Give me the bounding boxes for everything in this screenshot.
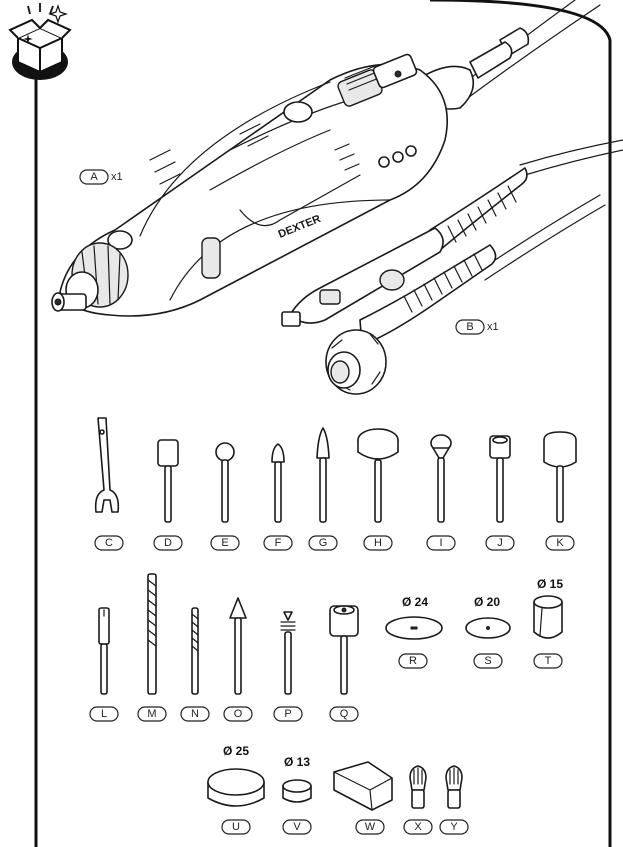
svg-text:W: W (365, 821, 376, 833)
svg-text:F: F (275, 537, 282, 549)
label-b: B x1 (455, 319, 499, 335)
item-w-cleaning-block (333, 761, 393, 811)
row-3-labels: U V W X Y (221, 819, 469, 835)
svg-text:T: T (545, 655, 552, 667)
item-y-collet (445, 765, 463, 809)
item-n-drill-bit-small (191, 607, 199, 695)
diameter-r: Ø 24 (402, 595, 428, 609)
item-v-polishing-wheel-small: Ø 13 (282, 755, 312, 803)
svg-text:x1: x1 (111, 171, 123, 183)
item-x-collet (409, 765, 427, 809)
label-a: A x1 (79, 169, 123, 185)
item-f-point-stone (271, 443, 285, 523)
item-m-drill-bit-large (147, 573, 157, 695)
item-l-mandrel (98, 607, 110, 695)
item-h-wheel-stone (357, 428, 399, 523)
svg-text:M: M (147, 708, 156, 720)
svg-text:Q: Q (340, 708, 349, 720)
svg-text:R: R (409, 655, 417, 667)
row-2-labels: L M N O P Q R S T (89, 653, 563, 722)
item-d-cylinder-stone (157, 439, 179, 523)
svg-text:U: U (232, 821, 240, 833)
svg-text:x1: x1 (487, 321, 499, 333)
item-q-drum-holder (329, 605, 359, 695)
svg-text:B: B (466, 321, 473, 333)
svg-text:J: J (497, 537, 503, 549)
item-t-sanding-band: Ø 15 (533, 577, 563, 639)
diameter-s: Ø 20 (474, 595, 500, 609)
svg-text:A: A (90, 171, 98, 183)
svg-text:N: N (191, 708, 199, 720)
diameter-t: Ø 15 (537, 577, 563, 591)
item-b-flexible-shaft (281, 139, 623, 395)
svg-text:K: K (556, 537, 564, 549)
item-j-sleeve-holder (489, 435, 511, 523)
diameter-u: Ø 25 (223, 744, 249, 758)
row-1-labels: C D E F G H I J K (94, 535, 575, 551)
item-k-wide-stone (543, 431, 577, 523)
item-p-screw-mandrel (280, 611, 296, 695)
item-a-rotary-tool: DEXTER (51, 0, 601, 317)
item-r-cutting-disc: Ø 24 (385, 595, 443, 640)
diameter-v: Ø 13 (284, 755, 310, 769)
svg-text:S: S (484, 655, 491, 667)
svg-text:G: G (319, 537, 328, 549)
svg-text:E: E (221, 537, 228, 549)
unpack-box-icon (8, 3, 72, 80)
item-u-polishing-wheel: Ø 25 (207, 744, 265, 807)
page-frame (34, 0, 612, 847)
item-i-mushroom-stone (430, 434, 452, 523)
svg-text:X: X (414, 821, 422, 833)
svg-text:P: P (284, 708, 291, 720)
item-o-cone-cutter (229, 597, 247, 695)
svg-text:V: V (293, 821, 301, 833)
svg-text:I: I (439, 537, 442, 549)
svg-text:H: H (374, 537, 382, 549)
item-e-ball-stone (215, 442, 235, 523)
item-g-cone-stone (316, 427, 330, 523)
svg-text:L: L (101, 708, 107, 720)
item-s-cutting-disc: Ø 20 (465, 595, 511, 639)
item-c-wrench (94, 417, 120, 513)
svg-text:D: D (164, 537, 172, 549)
svg-text:C: C (105, 537, 113, 549)
svg-text:Y: Y (450, 821, 458, 833)
svg-text:O: O (234, 708, 243, 720)
